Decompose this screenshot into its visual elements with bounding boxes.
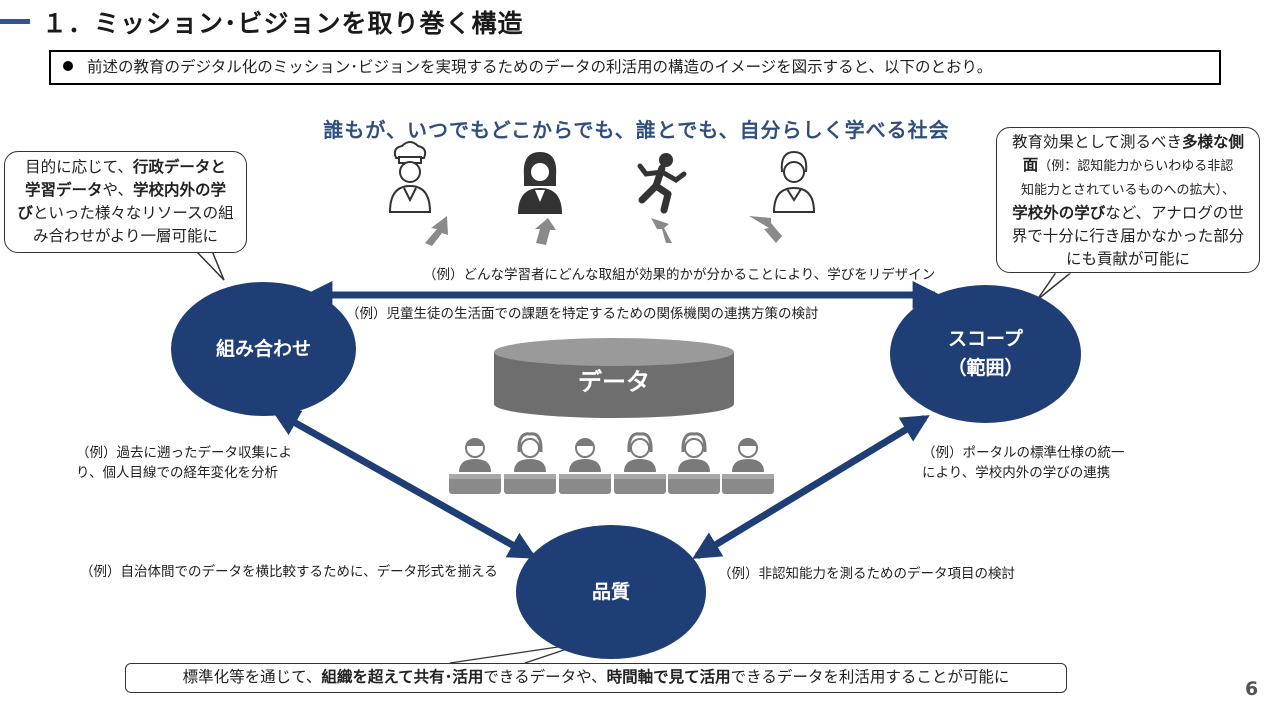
running-person-icon: [637, 153, 687, 214]
example-right-line2: により、学校内外の学びの連携: [922, 465, 1111, 481]
student-icon: [504, 432, 556, 494]
bottom-conclusion-box: 標準化等を通じて、組織を超えて共有･活用できるデータや、時間軸で見て活用できるデ…: [125, 663, 1067, 693]
example-left-line1: （例）過去に遡ったデータ収集によ: [76, 445, 292, 461]
node-scope-label: スコープ: [948, 328, 1023, 350]
example-right: （例）ポータルの標準仕様の統一により、学校内外の学びの連携: [922, 443, 1125, 483]
node-combination: 組み合わせ: [171, 282, 356, 416]
bubble-left-text: といった様々なリソースの組: [32, 204, 234, 222]
page-title: １．ミッション･ビジョンを取り巻く構造: [42, 9, 524, 38]
chef-icon: [388, 141, 432, 213]
student-group: [449, 432, 774, 494]
bottom-text: できるデータや、: [483, 668, 607, 686]
student-icon: [449, 438, 501, 494]
database-label: データ: [578, 368, 650, 396]
bubble-right-text: 界で十分に行き届かなかった部分: [1011, 227, 1245, 245]
arrow-left-bottom: [271, 408, 537, 560]
example-left-line2: り、個人目線での経年変化を分析: [76, 465, 278, 481]
bubble-right-bold: 多様な側: [1182, 133, 1245, 151]
arrow-right-bottom: [692, 415, 930, 559]
office-woman-icon: [772, 150, 816, 213]
gray-arrows: [425, 216, 782, 246]
bubble-right-small: （例：認知能力からいわゆる非認: [1038, 159, 1234, 174]
student-icon: [559, 438, 611, 494]
node-scope: スコープ （範囲）: [890, 285, 1081, 423]
database-icon: [494, 338, 734, 418]
bubble-right-bold: 学校外の学び: [1012, 204, 1106, 222]
bubble-right-tail: [1036, 270, 1076, 301]
gray-arrow-icon: [651, 218, 672, 243]
title-accent-bar: [0, 19, 30, 24]
example-bottom-left: （例）自治体間でのデータを横比較するために、データ形式を揃える: [80, 564, 498, 580]
bubble-left: 目的に応じて、行政データと学習データや、学校内外の学びといった様々なリソースの組…: [4, 151, 247, 253]
bubble-left-bold: 学習データ: [24, 181, 103, 199]
bubble-right-bold: 面: [1022, 156, 1039, 174]
node-scope-sublabel: （範囲）: [947, 357, 1024, 379]
example-top-1: （例）どんな学習者にどんな取組が効果的かが分かることにより、学びをリデザイン: [423, 267, 936, 283]
bubble-left-bold: び: [17, 204, 33, 222]
bottom-bold: 組織を超えて共有･活用: [321, 668, 484, 686]
page-number: 6: [1245, 678, 1259, 700]
bubble-right: 教育効果として測るべき多様な側面（例：認知能力からいわゆる非認知能力とされている…: [996, 127, 1260, 273]
bottom-text: できるデータを利活用することが可能に: [730, 668, 1010, 686]
bubble-right-text: など、アナログの世: [1105, 204, 1244, 222]
example-left: （例）過去に遡ったデータ収集により、個人目線での経年変化を分析: [76, 443, 292, 483]
bubble-left-text: や、: [102, 181, 134, 199]
summary-text: 前述の教育のデジタル化のミッション･ビジョンを実現するためのデータの利活用の構造…: [87, 58, 993, 76]
bullet-icon: [63, 61, 73, 71]
student-icon: [722, 438, 774, 494]
bubble-left-text: 目的に応じて、: [25, 158, 133, 176]
example-right-line1: （例）ポータルの標準仕様の統一: [922, 445, 1125, 461]
bubble-left-bold: 行政データと: [132, 158, 226, 176]
student-icon: [614, 432, 666, 494]
gray-arrow-icon: [749, 216, 782, 243]
gray-arrow-icon: [535, 218, 556, 245]
student-icon: [668, 432, 720, 494]
bubble-left-text: み合わせがより一層可能に: [33, 227, 218, 245]
node-combination-label: 組み合わせ: [215, 337, 311, 360]
bubble-right-small: 知能力とされているものへの拡大）、: [1020, 183, 1236, 198]
headline: 誰もが、いつでもどこからでも、誰とでも、自分らしく学べる社会: [323, 118, 950, 142]
bubble-left-tail: [194, 248, 225, 281]
bottom-bold: 時間軸で見て活用: [606, 668, 731, 686]
woman-icon: [518, 152, 562, 214]
example-bottom-right: （例）非認知能力を測るためのデータ項目の検討: [718, 566, 1015, 582]
node-quality-label: 品質: [591, 580, 630, 603]
summary-box: 前述の教育のデジタル化のミッション･ビジョンを実現するためのデータの利活用の構造…: [49, 50, 1221, 85]
bubble-right-text: 教育効果として測るべき: [1011, 133, 1183, 151]
node-quality: 品質: [516, 525, 706, 659]
bubble-left-bold: 学校内外の学: [133, 181, 227, 199]
gray-arrow-icon: [425, 216, 448, 246]
example-top-2: （例）児童生徒の生活面での課題を特定するための関係機関の連携方策の検討: [346, 306, 819, 322]
bubble-right-text: にも貢献が可能に: [1065, 250, 1190, 268]
bottom-text: 標準化等を通じて、: [182, 668, 322, 686]
